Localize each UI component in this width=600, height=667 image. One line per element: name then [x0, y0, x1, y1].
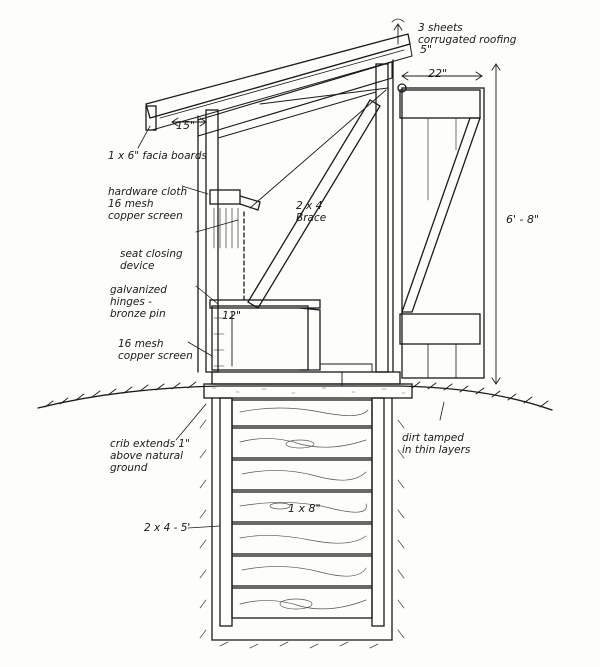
label-overhang: 15"	[176, 119, 196, 132]
ground-line	[37, 385, 553, 411]
label-crib-board: 1 x 8"	[288, 502, 321, 515]
front-post	[205, 109, 219, 373]
seat-lid	[209, 299, 321, 309]
wood-grain	[239, 407, 369, 610]
crib-boards	[231, 399, 373, 619]
label-seat-height: 12"	[222, 309, 242, 322]
label-facia-boards: 1 x 6" facia boards	[108, 150, 207, 162]
pit-wall	[211, 397, 393, 641]
door-z-brace	[401, 117, 481, 313]
label-rise: 5"	[420, 43, 433, 56]
roof	[145, 33, 411, 119]
label-seat-closing: seat closing device	[120, 248, 183, 272]
crib-post-left	[219, 397, 233, 627]
dimension-lines	[171, 23, 501, 387]
back-post	[375, 63, 389, 373]
label-depth: 22"	[428, 67, 448, 80]
label-brace: 2 x 4 Brace	[296, 200, 327, 224]
leader-lines	[137, 18, 445, 529]
roof-inner	[149, 43, 413, 131]
facia-board	[145, 105, 157, 131]
seat-box	[211, 305, 309, 371]
crib-post-right	[371, 397, 385, 627]
label-hinges: galvanized hinges - bronze pin	[110, 284, 167, 320]
label-height: 6' - 8"	[506, 213, 540, 226]
door	[401, 87, 485, 379]
ground-hatch	[44, 381, 549, 408]
label-hardware-cloth: hardware cloth 16 mesh copper screen	[108, 186, 188, 222]
vent-box	[209, 189, 241, 205]
floor	[211, 371, 401, 385]
pit-earth-hatch	[199, 419, 405, 649]
label-crib: crib extends 1" above natural ground	[110, 438, 190, 474]
rafter	[197, 61, 393, 137]
label-dirt: dirt tamped in thin layers	[402, 432, 471, 456]
label-corrugated-roofing: 3 sheets corrugated roofing	[418, 22, 517, 46]
label-copper-screen: 16 mesh copper screen	[118, 338, 193, 362]
label-pit-depth: 2 x 4 - 5'	[144, 522, 191, 534]
